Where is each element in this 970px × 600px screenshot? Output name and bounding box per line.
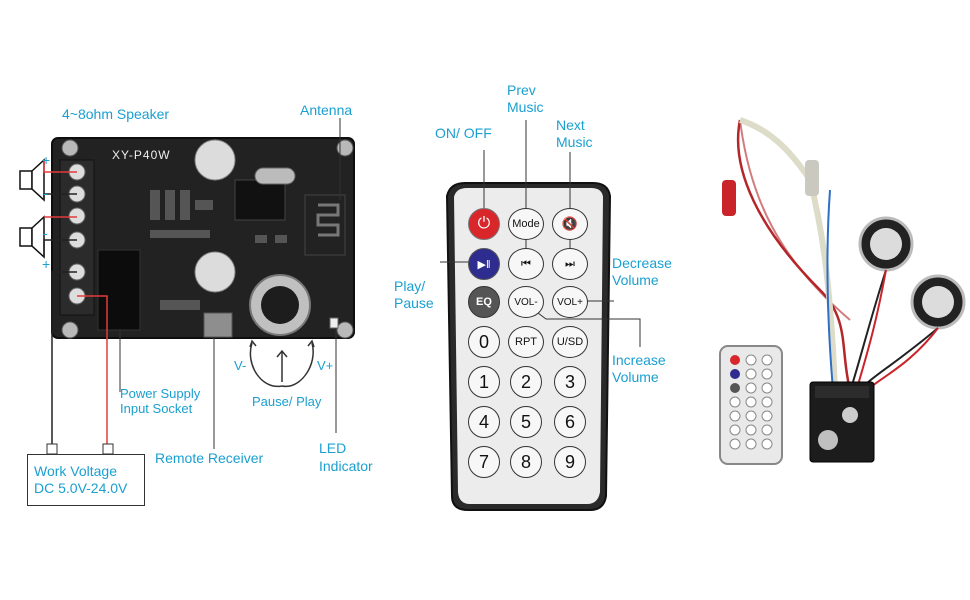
speaker-label: 4~8ohm Speaker	[62, 106, 170, 122]
play-pause-label-line1: Play/	[394, 278, 426, 294]
digit-4-button[interactable]: 4	[468, 406, 500, 438]
digit-7-button[interactable]: 7	[468, 446, 500, 478]
decrease-volume-label-line1: Decrease	[612, 255, 672, 271]
rpt-button[interactable]: RPT	[508, 326, 544, 358]
product-photo	[700, 110, 970, 480]
v-plus-label: V+	[317, 358, 334, 373]
digit-6-button[interactable]: 6	[554, 406, 586, 438]
increase-volume-label-line2: Volume	[612, 369, 659, 385]
prev-button[interactable]: ⏮	[508, 248, 544, 280]
amplifier-board-diagram: XY-P40W + - - + 4~8ohm Speaker Antenna P…	[0, 0, 400, 600]
polarity-minus-1: -	[43, 185, 48, 201]
work-voltage-box: Work Voltage DC 5.0V-24.0V	[27, 454, 145, 506]
power-button[interactable]: ⏻	[468, 208, 500, 240]
v-minus-label: V-	[234, 358, 247, 373]
remote-receiver-label: Remote Receiver	[155, 450, 264, 466]
polarity-minus-2: -	[43, 225, 48, 241]
vol-minus-button[interactable]: VOL-	[508, 286, 544, 318]
led-label-line1: LED	[319, 440, 347, 456]
next-music-label-line1: Next	[556, 117, 585, 133]
on-off-label: ON/ OFF	[435, 125, 492, 141]
prev-music-label-line2: Music	[507, 99, 544, 115]
work-voltage-line1: Work Voltage	[34, 463, 118, 479]
vol-plus-button[interactable]: VOL+	[552, 286, 588, 318]
digit-3-button[interactable]: 3	[554, 366, 586, 398]
power-socket-label-line2: Input Socket	[120, 401, 193, 416]
prev-music-label-line1: Prev	[507, 82, 536, 98]
work-voltage-line2: DC 5.0V-24.0V	[34, 480, 128, 496]
usd-button[interactable]: U/SD	[552, 326, 588, 358]
digit-8-button[interactable]: 8	[510, 446, 542, 478]
increase-volume-label-line1: Increase	[612, 352, 666, 368]
next-music-label-line2: Music	[556, 134, 593, 150]
led-label-line2: Indicator	[319, 458, 373, 474]
pause-play-label: Pause/ Play	[252, 394, 322, 409]
next-button[interactable]: ⏭	[552, 248, 588, 280]
digit-2-button[interactable]: 2	[510, 366, 542, 398]
remote-diagram: ⏻ Mode 🔇 ▶‖ ⏮ ⏭ EQ VOL- VOL+ 0 RPT U/SD …	[390, 0, 710, 600]
mode-button[interactable]: Mode	[508, 208, 544, 240]
digit-9-button[interactable]: 9	[554, 446, 586, 478]
eq-button[interactable]: EQ	[468, 286, 500, 318]
play-pause-button[interactable]: ▶‖	[468, 248, 500, 280]
decrease-volume-label-line2: Volume	[612, 272, 659, 288]
polarity-plus-bottom: +	[42, 256, 51, 272]
antenna-label: Antenna	[300, 102, 353, 118]
digit-1-button[interactable]: 1	[468, 366, 500, 398]
mute-button[interactable]: 🔇	[552, 208, 588, 240]
zero-button[interactable]: 0	[468, 326, 500, 358]
board-model-label: XY-P40W	[112, 148, 171, 162]
play-pause-label-line2: Pause	[394, 295, 434, 311]
digit-5-button[interactable]: 5	[510, 406, 542, 438]
polarity-plus-top: +	[42, 152, 51, 168]
power-socket-label-line1: Power Supply	[120, 386, 201, 401]
